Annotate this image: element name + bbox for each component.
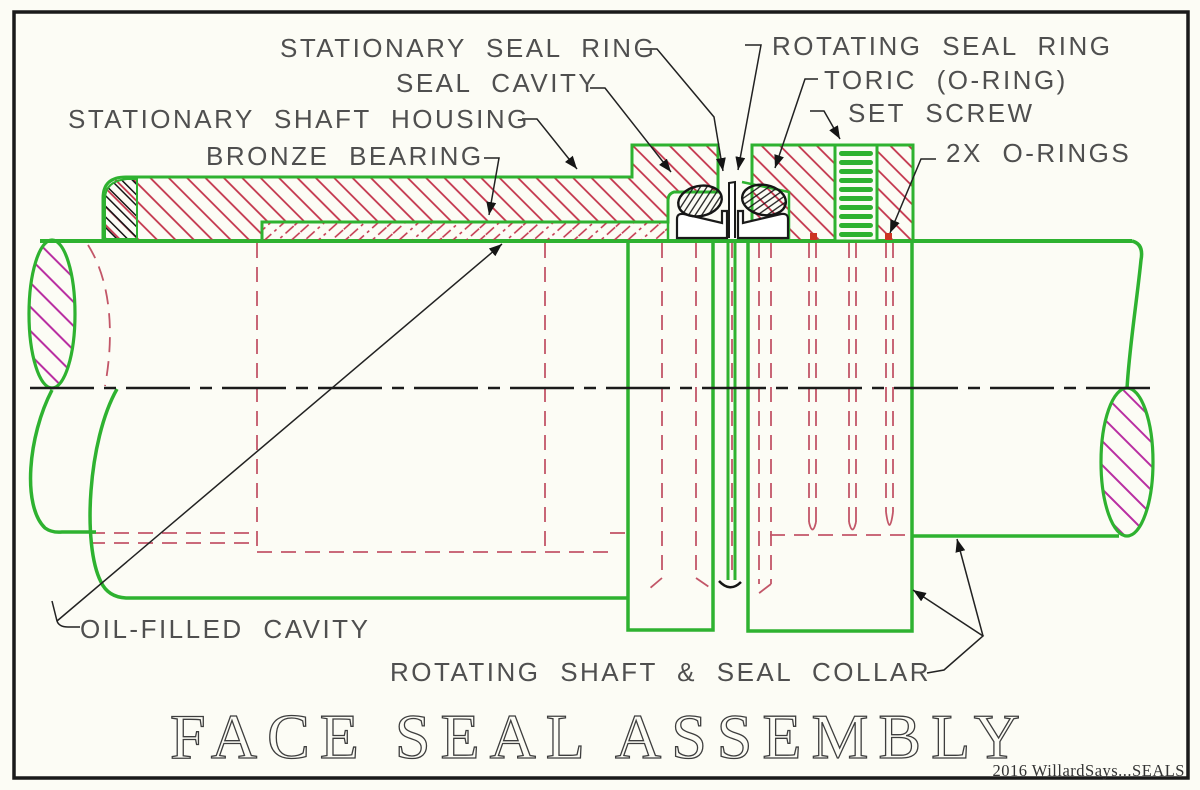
- label-stationary-seal-ring: STATIONARY SEAL RING: [280, 33, 656, 63]
- leader-seal-collar-b: [955, 538, 984, 637]
- drawing-title: FACE SEAL ASSEMBLY: [170, 701, 1030, 772]
- label-bronze-bearing: BRONZE BEARING: [206, 141, 484, 171]
- housing-end-wedge: [104, 178, 138, 240]
- leader-lines: [51, 44, 985, 674]
- collar-block-left: [626, 241, 715, 632]
- leader-bronze-bearing: [484, 157, 500, 216]
- leader-stationary-seal-ring: [640, 48, 726, 172]
- hidden-oring-groove-1-bottom: [808, 521, 817, 531]
- leader-oil-filled-cavity: [56, 243, 503, 622]
- leader-seal-cavity: [590, 87, 672, 173]
- shaft-outlines: [28, 239, 1144, 600]
- leader-toric: [774, 78, 818, 169]
- label-set-screw: SET SCREW: [848, 98, 1035, 128]
- collar-block-right: [746, 241, 914, 633]
- nose-slot-bottom: [718, 580, 742, 589]
- o-ring-dot-right: [885, 233, 892, 240]
- label-oil-filled-cavity: OIL-FILLED CAVITY: [80, 614, 370, 644]
- seal-face-nose: [728, 180, 736, 238]
- bronze-bearing-strip: [260, 220, 670, 243]
- hidden-setscrew-hole-bottom: [848, 521, 857, 531]
- label-toric-o-ring: TORIC (O-RING): [824, 65, 1068, 95]
- leader-set-screw: [810, 110, 841, 140]
- hidden-oring-groove-1: [808, 243, 817, 522]
- hidden-lines: [87, 243, 910, 595]
- leader-stationary-shaft-housing: [522, 118, 578, 170]
- right-shaft-end-arc: [1125, 239, 1144, 390]
- label-rotating-shaft-seal-collar: ROTATING SHAFT & SEAL COLLAR: [390, 657, 931, 687]
- hidden-bore-arc: [87, 244, 111, 387]
- credit-text: 2016 WillardSays...SEALS: [992, 761, 1185, 780]
- o-ring-dot-left: [810, 233, 817, 240]
- left-shaft-end-face: [27, 238, 77, 390]
- seal-collar-exterior: [626, 241, 914, 633]
- leader-rotating-seal-ring: [735, 44, 762, 171]
- label-rotating-seal-ring: ROTATING SEAL RING: [772, 31, 1112, 61]
- large-cylinder-left-arc: [88, 388, 628, 600]
- collar-nose-slot: [726, 241, 737, 580]
- hidden-collar-bore-left: [648, 243, 710, 590]
- toric-right: [740, 183, 788, 217]
- hidden-collar-bore-right: [757, 243, 772, 595]
- stationary-seal-ring: [675, 209, 729, 240]
- leader-2x-o-rings: [889, 158, 936, 234]
- label-stationary-shaft-housing: STATIONARY SHAFT HOUSING: [68, 104, 530, 134]
- label-seal-cavity: SEAL CAVITY: [396, 68, 598, 98]
- hidden-setscrew-hole: [848, 243, 857, 522]
- set-screw-threads: [839, 151, 873, 237]
- sheet-border: [12, 10, 1190, 780]
- right-shaft-end-face: [1099, 386, 1155, 538]
- rotating-collar-section-right: [875, 143, 915, 243]
- leader-oil-filled-cavity-hook: [51, 600, 80, 628]
- rotating-seal-ring: [736, 209, 790, 240]
- hidden-oring-groove-2-bottom: [885, 511, 894, 526]
- leader-seal-collar-a: [912, 589, 985, 674]
- hidden-shaft-lines-left: [90, 532, 257, 544]
- toric-left: [677, 184, 723, 218]
- hidden-oring-groove-2: [885, 243, 894, 512]
- seal-cavity-parts: [675, 180, 791, 241]
- mid-cylinder-left-arc: [28, 389, 96, 534]
- label-2x-o-rings: 2X O-RINGS: [946, 138, 1131, 168]
